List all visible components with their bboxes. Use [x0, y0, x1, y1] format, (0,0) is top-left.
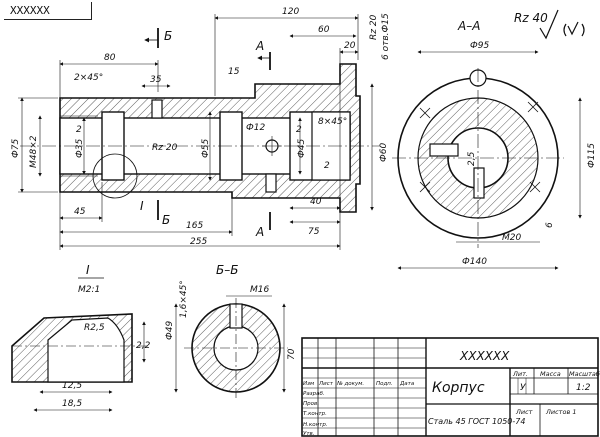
- dim-phi35: Ф35: [75, 139, 85, 158]
- col-doc: № докум.: [336, 381, 364, 387]
- dim-phi140: Ф140: [462, 257, 487, 267]
- main-dim-lines: [18, 14, 374, 250]
- bb-dims: Ф49 1,6×45° М16 70: [165, 280, 297, 360]
- scale-label: Масштаб: [569, 370, 600, 378]
- dim-35: 35: [150, 75, 162, 85]
- col-sign: Подп.: [376, 381, 393, 387]
- dim-2-left: 2: [76, 125, 82, 135]
- title-part-name: Корпус: [432, 380, 485, 396]
- roughness-symbol: [539, 9, 585, 40]
- cut-mark-i: I: [140, 199, 144, 213]
- scale-value: 1:2: [576, 383, 591, 393]
- dim-6-holes: 6 отв.Ф15: [381, 13, 391, 60]
- section-bb: [184, 298, 288, 398]
- dim-80: 80: [104, 53, 116, 63]
- dim-rz20-top: Rz 20: [369, 14, 379, 40]
- aa-dim-lines: [397, 50, 582, 270]
- col-date: Дата: [399, 381, 415, 387]
- dim-6: 6: [545, 222, 555, 228]
- cut-mark-b-bottom: Б: [162, 213, 170, 227]
- detail-view: [11, 313, 150, 383]
- dim-12-5: 12,5: [62, 381, 82, 391]
- corner-code: XXXXXX: [10, 4, 50, 17]
- dim-18-5: 18,5: [62, 399, 82, 409]
- dim-phi115: Ф115: [587, 143, 597, 168]
- dim-phi95: Ф95: [470, 41, 489, 51]
- dim-45: 45: [74, 207, 86, 217]
- section-aa-label: А–А: [457, 19, 480, 33]
- detail-label: I: [86, 263, 90, 277]
- cut-mark-b-top: Б: [164, 29, 172, 43]
- dim-m20: М20: [502, 233, 521, 243]
- lit-label: Лит.: [512, 370, 528, 378]
- cut-marks: [144, 28, 271, 230]
- dim-phi12: Ф12: [246, 123, 265, 133]
- row-utv: Утв.: [303, 431, 315, 437]
- cut-mark-a-top: А: [255, 39, 264, 53]
- main-dims: 120 60 20 80 2×45° 35 15 Rz 20 6 отв.Ф15…: [11, 7, 391, 247]
- dim-m48x2: М48×2: [29, 135, 39, 168]
- dim-120: 120: [282, 7, 299, 17]
- bb-dim-lines: [174, 295, 286, 393]
- dim-20: 20: [344, 41, 356, 51]
- dim-phi55: Ф55: [201, 139, 211, 158]
- dim-phi49: Ф49: [165, 321, 175, 340]
- dim-255: 255: [190, 237, 207, 247]
- detail-dim-lines: [33, 321, 146, 412]
- row-prov: Пров.: [303, 401, 319, 407]
- roughness-label: Rz 40: [514, 11, 548, 25]
- corner-code-box: XXXXXX: [4, 2, 92, 20]
- detail-scale: М2:1: [78, 285, 100, 295]
- title-doc-code: XXXXXX: [459, 349, 510, 363]
- title-block: [301, 337, 599, 437]
- col-list: Лист: [318, 381, 334, 387]
- title-row-labels: Разраб. Пров. Т.контр. Н.контр. Утв.: [303, 391, 328, 437]
- title-right-cells: Лит. Масса Масштаб У 1:2 Лист Листов 1: [512, 370, 600, 416]
- sheets-label: Листов 1: [545, 408, 576, 416]
- row-razrab: Разраб.: [303, 391, 325, 397]
- dim-2-bottom: 2: [324, 161, 330, 171]
- dim-15: 15: [228, 67, 240, 77]
- detail-i-circle: [92, 153, 138, 199]
- dim-40: 40: [310, 197, 322, 207]
- sheet-label: Лист: [515, 408, 533, 416]
- col-izm: Изм: [303, 381, 314, 387]
- dim-75: 75: [308, 227, 320, 237]
- dim-r2-5: R2,5: [84, 323, 105, 333]
- dim-2-5: 2,5: [467, 151, 477, 166]
- title-col-headers: Изм Лист № докум. Подп. Дата: [303, 381, 415, 387]
- lit-value: У: [520, 383, 526, 393]
- dim-70: 70: [287, 348, 297, 360]
- dim-phi60: Ф60: [379, 143, 389, 162]
- dim-2-2: 2,2: [136, 341, 151, 351]
- dim-chamfer-2x45: 2×45°: [74, 73, 103, 83]
- detail-dims: R2,5 2,2 12,5 18,5: [62, 323, 151, 409]
- mass-label: Масса: [540, 370, 561, 378]
- dim-chamfer-1-6: 1,6×45°: [179, 280, 189, 318]
- dim-2-right: 2: [296, 125, 302, 135]
- dim-phi75: Ф75: [11, 139, 21, 158]
- dim-rz20-mid: Rz 20: [152, 143, 178, 153]
- section-aa: [392, 68, 564, 248]
- aa-dims: Ф95 Ф115 М20 Ф140 6 2,5: [462, 41, 597, 267]
- cut-mark-a-bottom: А: [255, 225, 264, 239]
- section-bb-label: Б–Б: [216, 263, 238, 277]
- main-view: [20, 63, 380, 213]
- title-material: Сталь 45 ГОСТ 1050-74: [428, 417, 525, 426]
- dim-165: 165: [186, 221, 203, 231]
- dim-m16: М16: [250, 285, 269, 295]
- dim-60: 60: [318, 25, 330, 35]
- row-tkontr: Т.контр.: [303, 411, 327, 417]
- dim-phi45: Ф45: [297, 139, 307, 158]
- row-nkontr: Н.контр.: [303, 422, 328, 428]
- dim-chamfer-8x45: 8×45°: [318, 117, 347, 127]
